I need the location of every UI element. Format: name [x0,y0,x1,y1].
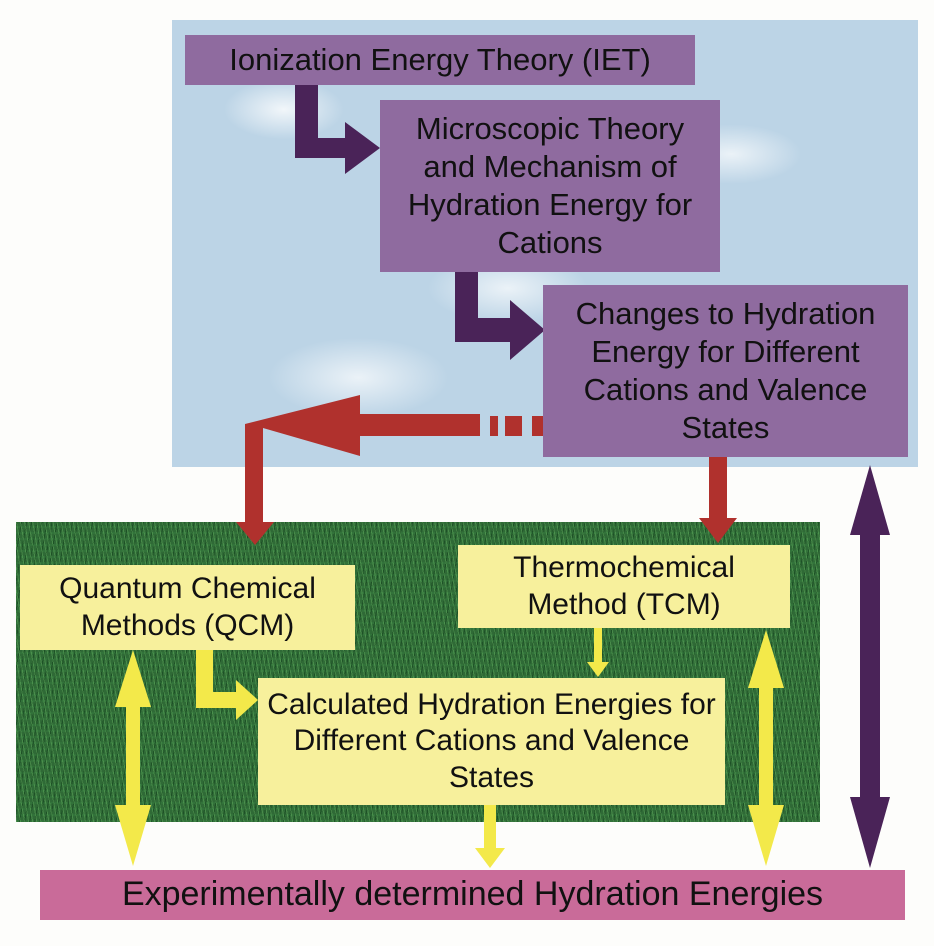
arrow-calculated-to-experimental [475,805,505,868]
elbow-arrow-qcm-to-calculated [196,650,258,720]
elbow-arrow-microscopic-to-changes [455,272,545,360]
double-arrow-qcm-experimental [115,650,151,866]
arrow-tcm-to-calculated [587,628,609,677]
red-arrow-dash [505,416,522,436]
node-iet: Ionization Energy Theory (IET) [185,35,695,85]
elbow-arrow-iet-to-microscopic [295,85,380,174]
node-qcm: Quantum Chemical Methods (QCM) [20,565,355,650]
red-arrow-changes-to-qcm [532,416,543,436]
node-microscopic-theory: Microscopic Theory and Mechanism of Hydr… [380,100,720,272]
red-arrow-changes-to-tcm [699,457,737,543]
red-arrow-left-to-qcm [236,395,480,545]
node-experimental-hydration-energies: Experimentally determined Hydration Ener… [40,870,905,920]
double-arrow-tcm-experimental [748,630,784,866]
node-calculated-hydration-energies: Calculated Hydration Energies for Differ… [258,678,725,805]
node-changes-hydration-energy: Changes to Hydration Energy for Differen… [543,285,908,457]
node-tcm: Thermochemical Method (TCM) [458,545,790,628]
red-arrow-dash [490,416,498,436]
double-arrow-changes-experimental [850,465,890,868]
